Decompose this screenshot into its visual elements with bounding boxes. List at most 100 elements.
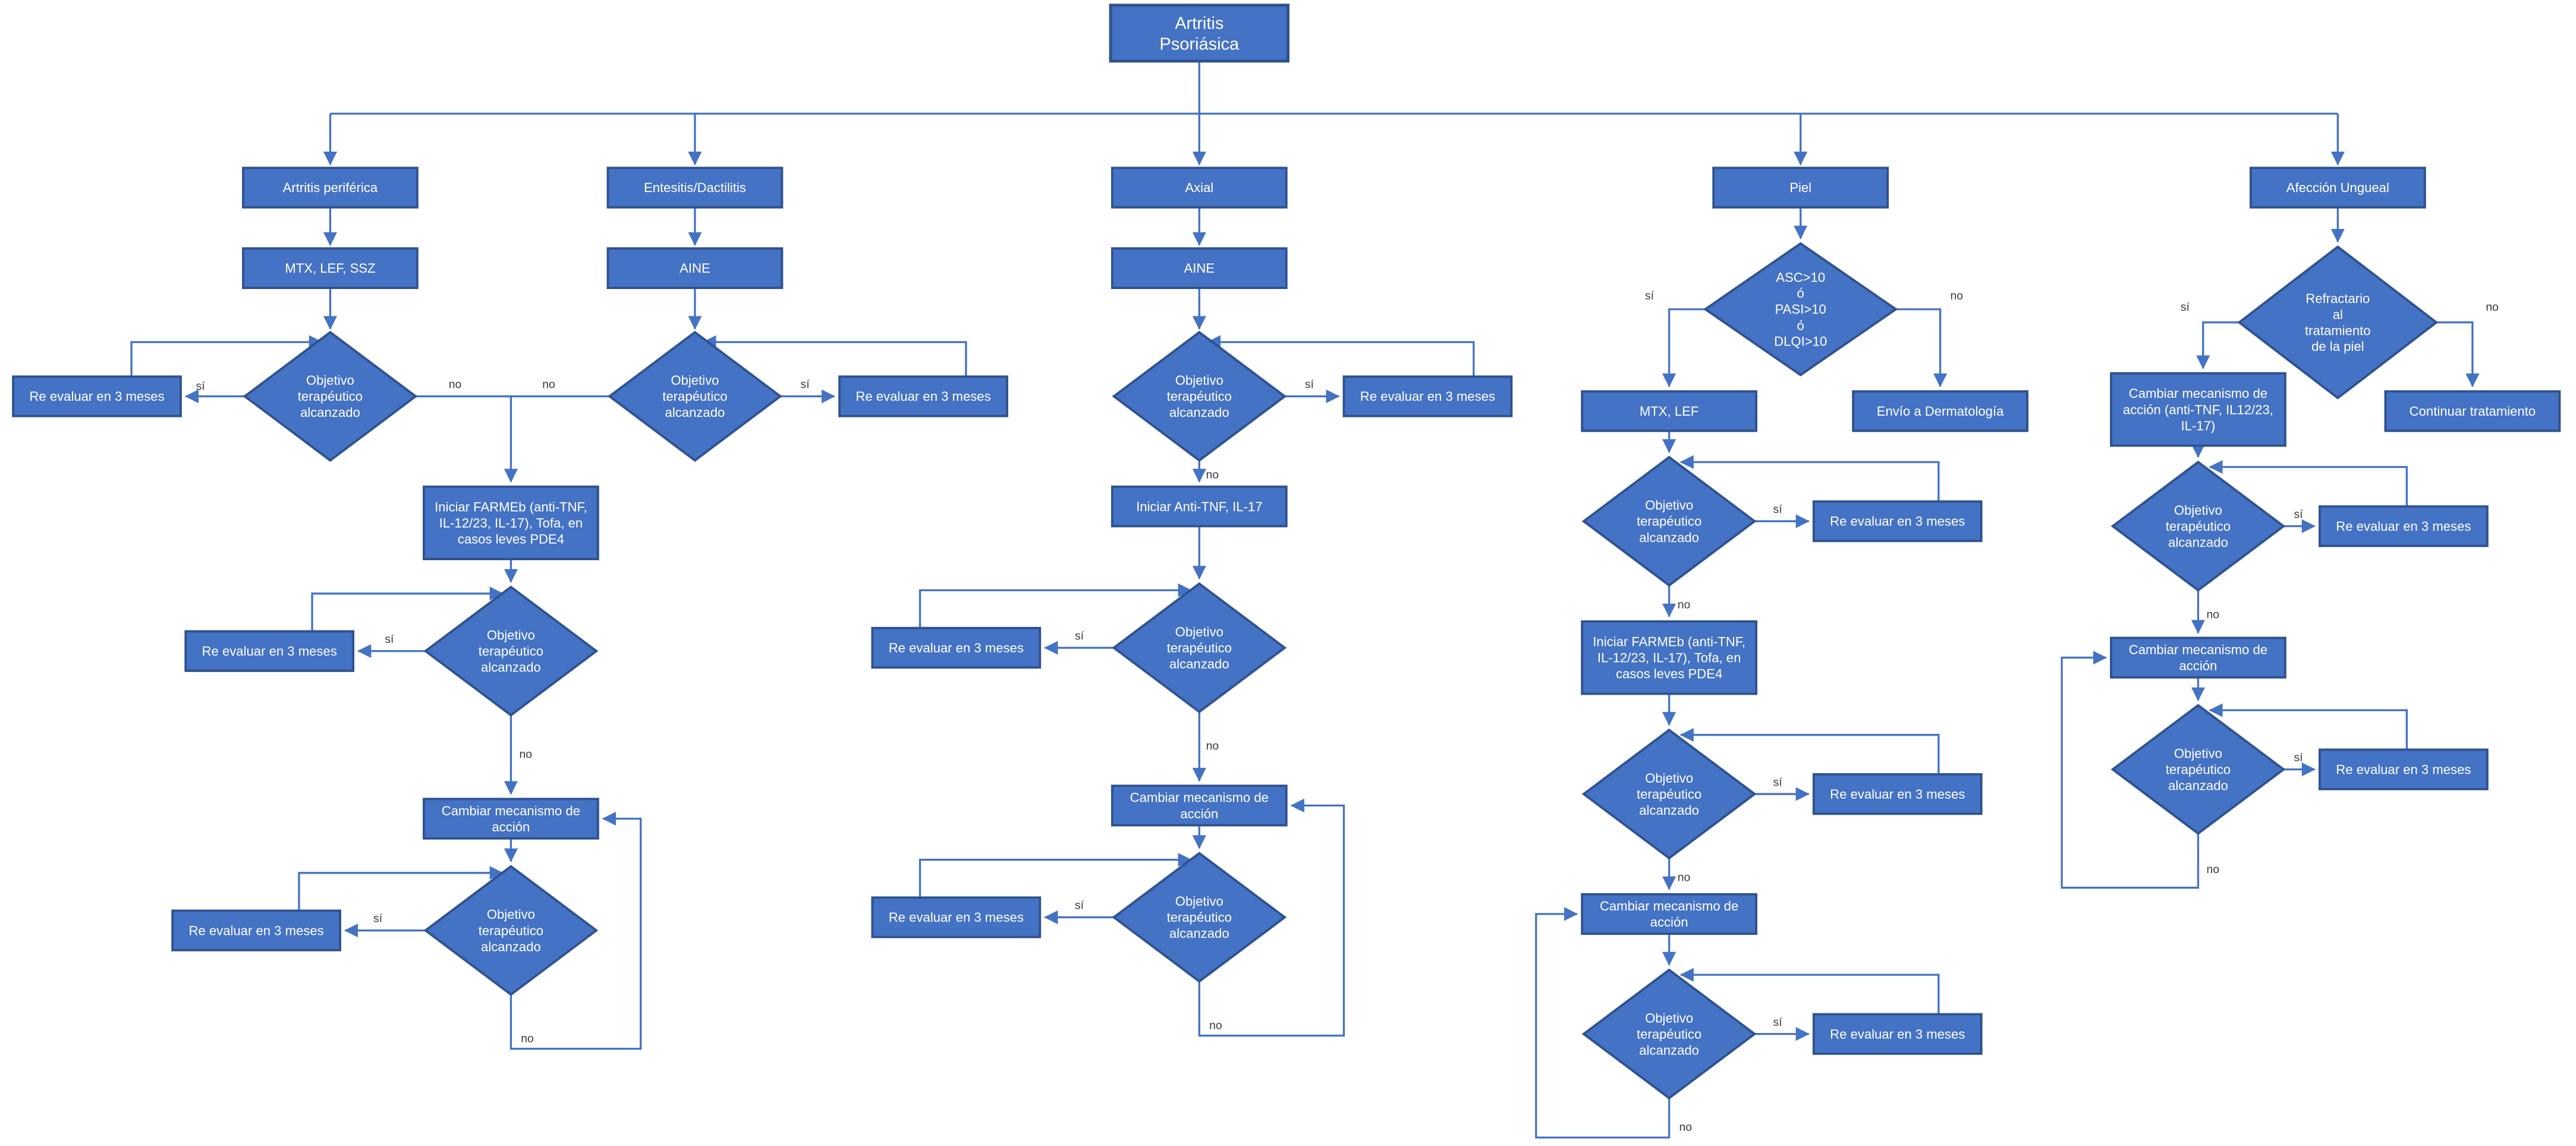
- header-entesitis-dactilitis: Entesitis/Dactilitis: [606, 167, 784, 209]
- box-reevaluar-axial-3: Re evaluar en 3 meses: [871, 896, 1042, 938]
- box-iniciar-anti-tnf-axial: Iniciar Anti-TNF, IL-17: [1111, 485, 1288, 528]
- box-reevaluar-periferica-2-shape: [184, 630, 355, 672]
- connector-loop-reevaluar-ungueal-2: [2209, 703, 2408, 750]
- header-artritis-periferica: Artritis periférica: [242, 167, 419, 209]
- decision-objetivo-axial-2-shape: [1112, 582, 1287, 714]
- box-reevaluar-periferica-1-label: Re evaluar en 3 meses: [29, 389, 164, 404]
- label-si-piel-2: sí: [1773, 775, 1782, 789]
- box-reevaluar-ungueal-2: Re evaluar en 3 meses: [2318, 748, 2489, 790]
- connector-no-loop-periferica: [509, 812, 642, 1050]
- header-piel-label: Piel: [1789, 180, 1811, 195]
- label-no-piel-0: no: [1950, 289, 1963, 302]
- connector-si-ungueal-0: [2196, 321, 2240, 369]
- box-mtx-lef-piel: MTX, LEF: [1581, 390, 1758, 432]
- box-reevaluar-piel-1-label: Re evaluar en 3 meses: [1830, 514, 1965, 529]
- connector-si-piel-0: [1662, 308, 1706, 388]
- box-envio-dermatologia-label: Envío a Dermatología: [1877, 404, 2004, 419]
- decision-objetivo-entesitis-shape: [607, 331, 782, 462]
- box-reevaluar-periferica-1: Re evaluar en 3 meses: [12, 375, 182, 417]
- box-mtx-lef-ssz-shape: [242, 247, 419, 289]
- box-iniciar-farmeb-piel-shape: [1581, 620, 1758, 695]
- box-reevaluar-periferica-1-shape: [12, 375, 182, 417]
- connector-no-ungueal-0: [2436, 321, 2480, 388]
- decision-objetivo-periferica-1-shape: [243, 331, 418, 462]
- connector-loop-reevaluar-axial-2: [919, 583, 1192, 629]
- label-si-axial-3: sí: [1075, 899, 1084, 912]
- decision-objetivo-piel-2-shape: [1581, 728, 1757, 860]
- box-aine-entesitis: AINE: [606, 247, 784, 289]
- decision-objetivo-piel-3-shape: [1581, 968, 1757, 1100]
- box-mtx-lef-piel-shape: [1581, 390, 1758, 432]
- header-axial-label: Axial: [1185, 180, 1213, 195]
- label-no-ungueal-1: no: [2207, 608, 2219, 621]
- label-no-periferica-1: no: [449, 378, 462, 391]
- connector-loop-reevaluar-periferica-1: [130, 335, 323, 377]
- box-envio-dermatologia: Envío a Dermatología: [1852, 390, 2028, 432]
- header-piel: Piel: [1712, 167, 1889, 209]
- box-iniciar-farmeb-piel: Iniciar FARMEb (anti-TNF,IL-12/23, IL-17…: [1581, 620, 1758, 695]
- label-no-periferica-2: no: [520, 748, 533, 761]
- label-si-axial-2: sí: [1075, 629, 1084, 642]
- box-mtx-lef-piel-label: MTX, LEF: [1640, 404, 1699, 419]
- box-reevaluar-ungueal-1: Re evaluar en 3 meses: [2318, 505, 2489, 547]
- header-artritis-periferica-label: Artritis periférica: [283, 180, 378, 195]
- box-continuar-tratamiento-shape: [2384, 390, 2561, 432]
- box-iniciar-anti-tnf-axial-label: Iniciar Anti-TNF, IL-17: [1136, 499, 1262, 514]
- box-reevaluar-ungueal-1-shape: [2318, 505, 2489, 547]
- connector-loop-reevaluar-entesitis: [702, 335, 967, 377]
- label-no-periferica-3: no: [521, 1032, 534, 1045]
- label-no-ungueal-2: no: [2207, 863, 2219, 876]
- connector-loop-reevaluar-piel-1: [1679, 455, 1940, 502]
- connector-no-loop-ungueal: [2061, 651, 2200, 889]
- decision-objetivo-ungueal-2-shape: [2111, 704, 2286, 835]
- connector-loop-reevaluar-axial-3: [919, 853, 1192, 898]
- box-reevaluar-periferica-2: Re evaluar en 3 meses: [184, 630, 355, 672]
- decision-objetivo-ungueal-1-shape: [2111, 460, 2286, 592]
- box-reevaluar-entesitis: Re evaluar en 3 meses: [838, 375, 1008, 417]
- box-reevaluar-axial-1-label: Re evaluar en 3 meses: [1360, 389, 1495, 404]
- box-reevaluar-ungueal-2-label: Re evaluar en 3 meses: [2336, 762, 2471, 777]
- label-si-entesitis: sí: [801, 378, 810, 391]
- label-si-ungueal-0: sí: [2181, 301, 2190, 314]
- box-aine-axial: AINE: [1111, 247, 1288, 289]
- connectors-layer: [130, 61, 2480, 1139]
- connector-no-piel-0: [1895, 308, 1948, 388]
- label-si-piel-1: sí: [1773, 503, 1782, 516]
- box-aine-axial-shape: [1111, 247, 1288, 289]
- header-afeccion-ungueal: Afección Ungueal: [2249, 167, 2426, 209]
- box-reevaluar-piel-2-label: Re evaluar en 3 meses: [1830, 787, 1965, 802]
- box-reevaluar-piel-3: Re evaluar en 3 meses: [1812, 1013, 1983, 1055]
- label-si-axial-1: sí: [1305, 378, 1314, 391]
- connector-loop-reevaluar-piel-3: [1679, 968, 1940, 1015]
- box-iniciar-farmeb-periferica-shape: [423, 485, 599, 560]
- header-afeccion-ungueal-label: Afección Ungueal: [2286, 180, 2389, 195]
- box-cambiar-mecanismo-periferica-shape: [423, 798, 599, 840]
- box-cambiar-mecanismo-axial-shape: [1111, 784, 1288, 827]
